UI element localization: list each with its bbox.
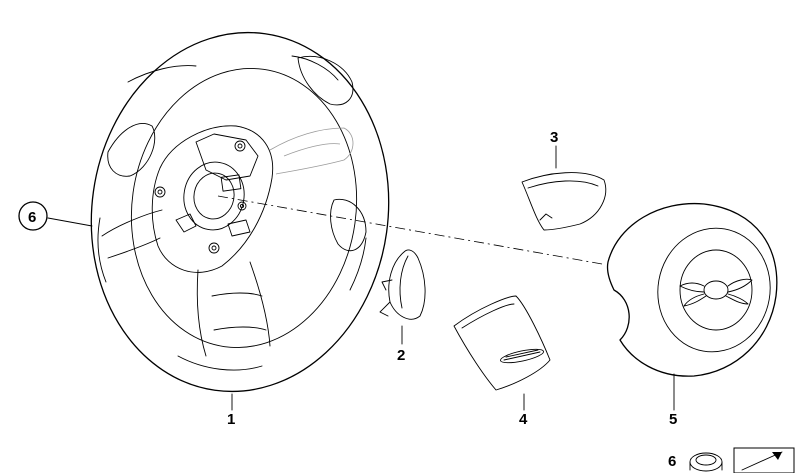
- lower-spoke-cover[interactable]: [453, 295, 551, 391]
- upper-spoke-cover[interactable]: [521, 172, 607, 231]
- bolt: [208, 242, 220, 254]
- assembly-lines: [217, 195, 603, 265]
- small-cover[interactable]: [379, 249, 426, 320]
- label-part-5: 5: [669, 411, 677, 428]
- airbag-module[interactable]: [606, 202, 779, 377]
- mini-logo: [500, 348, 544, 364]
- screw-inset: 6: [668, 447, 795, 473]
- label-part-3: 3: [550, 129, 558, 146]
- label-part-4: 4: [519, 411, 528, 428]
- label-part-1: 1: [227, 411, 235, 428]
- inset-label: 6: [668, 453, 676, 470]
- screw-head-icon: [689, 452, 723, 472]
- bolt: [234, 140, 246, 152]
- arrow-icon: [733, 447, 795, 473]
- callout-part-6: 6: [18, 201, 48, 231]
- mini-wings-logo: [679, 278, 753, 307]
- bolt: [237, 201, 247, 211]
- bolt: [154, 186, 166, 198]
- label-part-6: 6: [28, 209, 36, 226]
- leader-lines: [47, 145, 675, 411]
- steering-wheel[interactable]: [68, 13, 411, 411]
- label-part-2: 2: [397, 347, 405, 364]
